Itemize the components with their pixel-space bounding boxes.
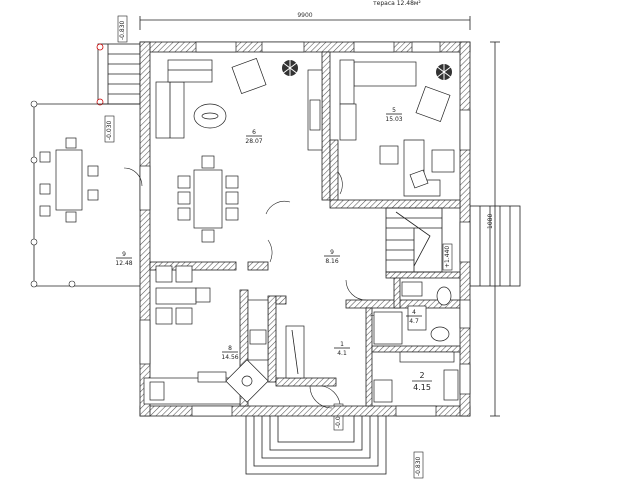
room-label-wc: 2 4.15	[412, 371, 432, 392]
windows	[139, 41, 471, 417]
plant-icon	[281, 58, 299, 78]
interior-walls	[149, 51, 461, 407]
room-label-living: 6 28.07	[245, 129, 262, 145]
svg-text:8.16: 8.16	[325, 258, 339, 265]
terrace-dining-set	[39, 137, 99, 223]
living-cabinet	[307, 69, 323, 151]
top-left-steps	[96, 43, 141, 106]
svg-text:-0.830: -0.830	[119, 20, 126, 40]
svg-text:-0.030: -0.030	[106, 120, 113, 140]
svg-text:4.7: 4.7	[409, 318, 419, 325]
svg-text:1: 1	[340, 341, 344, 348]
bathroom-fixtures	[373, 281, 459, 403]
svg-text:5: 5	[392, 107, 396, 114]
svg-text:12.48: 12.48	[115, 260, 132, 267]
office-plant-icon	[435, 62, 453, 82]
office-armchair	[415, 85, 451, 123]
room-label-hall: 9 8.16	[324, 249, 340, 265]
svg-text:15.03: 15.03	[385, 116, 402, 123]
svg-text:4.1: 4.1	[337, 350, 347, 357]
room-label-kitchen: 8 14.56	[221, 345, 238, 361]
height-dimension-text: 1080	[487, 214, 494, 229]
kitchen-dining-chairs	[155, 265, 211, 325]
terrace-deck	[30, 100, 140, 288]
level-marker-stair: +1.440	[442, 243, 453, 271]
office-sofa	[339, 59, 417, 105]
svg-text:8: 8	[228, 345, 232, 352]
terrace-area-note: терасa 12.48м²	[373, 0, 421, 7]
level-marker-entry: -0.030	[333, 403, 344, 431]
svg-text:+1.440: +1.440	[444, 246, 451, 268]
svg-text:28.07: 28.07	[245, 138, 262, 145]
width-dimension: 9900	[139, 12, 471, 30]
level-marker-terrace: -0.030	[104, 115, 115, 143]
height-dimension: 1080	[487, 41, 500, 417]
entrance-steps	[245, 413, 387, 475]
svg-text:4.15: 4.15	[413, 383, 431, 392]
level-marker-bottom-right: -0.830	[413, 451, 424, 479]
room-label-office: 5 15.03	[385, 107, 402, 123]
staircase	[385, 207, 443, 273]
level-marker-top-left: -0.830	[117, 15, 128, 43]
room-label-bath: 4 4.7	[406, 309, 422, 325]
living-armchair	[231, 57, 267, 95]
width-dimension-text: 9900	[297, 12, 312, 19]
svg-text:6: 6	[252, 129, 256, 136]
svg-text:14.56: 14.56	[221, 354, 238, 361]
office-shelves	[339, 103, 357, 141]
svg-text:9: 9	[122, 251, 126, 258]
kitchen-counter	[143, 299, 269, 405]
office-desk	[379, 139, 455, 197]
entry-wardrobe	[285, 325, 305, 379]
svg-text:-0.030: -0.030	[335, 408, 342, 428]
svg-text:-0.830: -0.830	[415, 456, 422, 476]
svg-text:2: 2	[419, 371, 424, 380]
room-label-entry: 1 4.1	[334, 341, 350, 357]
svg-text:9: 9	[330, 249, 334, 256]
svg-text:4: 4	[412, 309, 416, 316]
living-sofa	[155, 59, 213, 139]
room-label-terrace: 9 12.48	[115, 251, 132, 267]
dining-table	[177, 155, 239, 243]
